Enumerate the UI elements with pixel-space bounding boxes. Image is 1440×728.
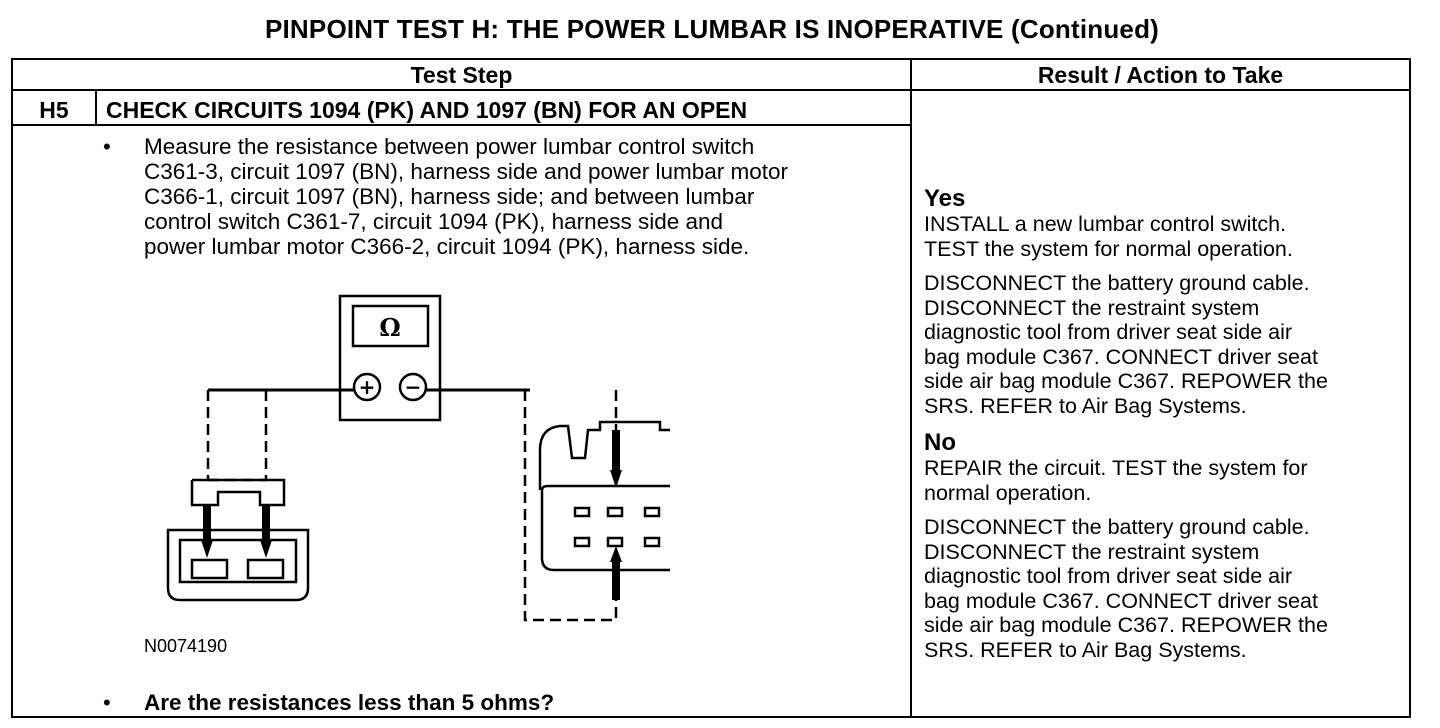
- step-id-divider: [95, 89, 97, 125]
- header-result-action: Result / Action to Take: [1037, 62, 1284, 88]
- step-title-divider: [11, 124, 912, 126]
- result-yes-action: INSTALL a new lumbar control switch. TES…: [924, 212, 1293, 261]
- figure-id: N0074190: [144, 636, 228, 656]
- result-no-action: REPAIR the circuit. TEST the system for …: [924, 456, 1308, 505]
- wiring-diagram: Ω + −: [166, 294, 670, 622]
- connector-right: [538, 420, 670, 572]
- page-title: PINPOINT TEST H: THE POWER LUMBAR IS INO…: [264, 14, 1160, 44]
- header-test-step: Test Step: [410, 62, 513, 88]
- ohmmeter: [338, 294, 442, 422]
- plus-sign: +: [359, 375, 376, 399]
- result-no-label: No: [924, 429, 956, 456]
- meter-minus-terminal: [398, 372, 428, 402]
- result-no-note: DISCONNECT the battery ground cable. DIS…: [924, 515, 1328, 662]
- step-question: Are the resistances less than 5 ohms?: [144, 690, 555, 715]
- result-yes-note: DISCONNECT the battery ground cable. DIS…: [924, 271, 1328, 418]
- step-instruction: Measure the resistance between power lum…: [144, 134, 789, 259]
- header-divider: [11, 89, 1411, 91]
- meter-display: [351, 304, 430, 348]
- column-divider: [910, 58, 912, 718]
- meter-plus-terminal: [352, 372, 382, 402]
- bullet: •: [103, 690, 111, 715]
- bullet: •: [103, 134, 111, 159]
- step-title: CHECK CIRCUITS 1094 (PK) AND 1097 (BN) F…: [106, 97, 748, 123]
- result-yes-label: Yes: [924, 185, 966, 212]
- minus-sign: −: [405, 375, 422, 399]
- step-id: H5: [39, 97, 69, 123]
- connector-left: [166, 478, 310, 602]
- table-frame: [11, 58, 1411, 718]
- ohm-symbol: Ω: [379, 313, 400, 342]
